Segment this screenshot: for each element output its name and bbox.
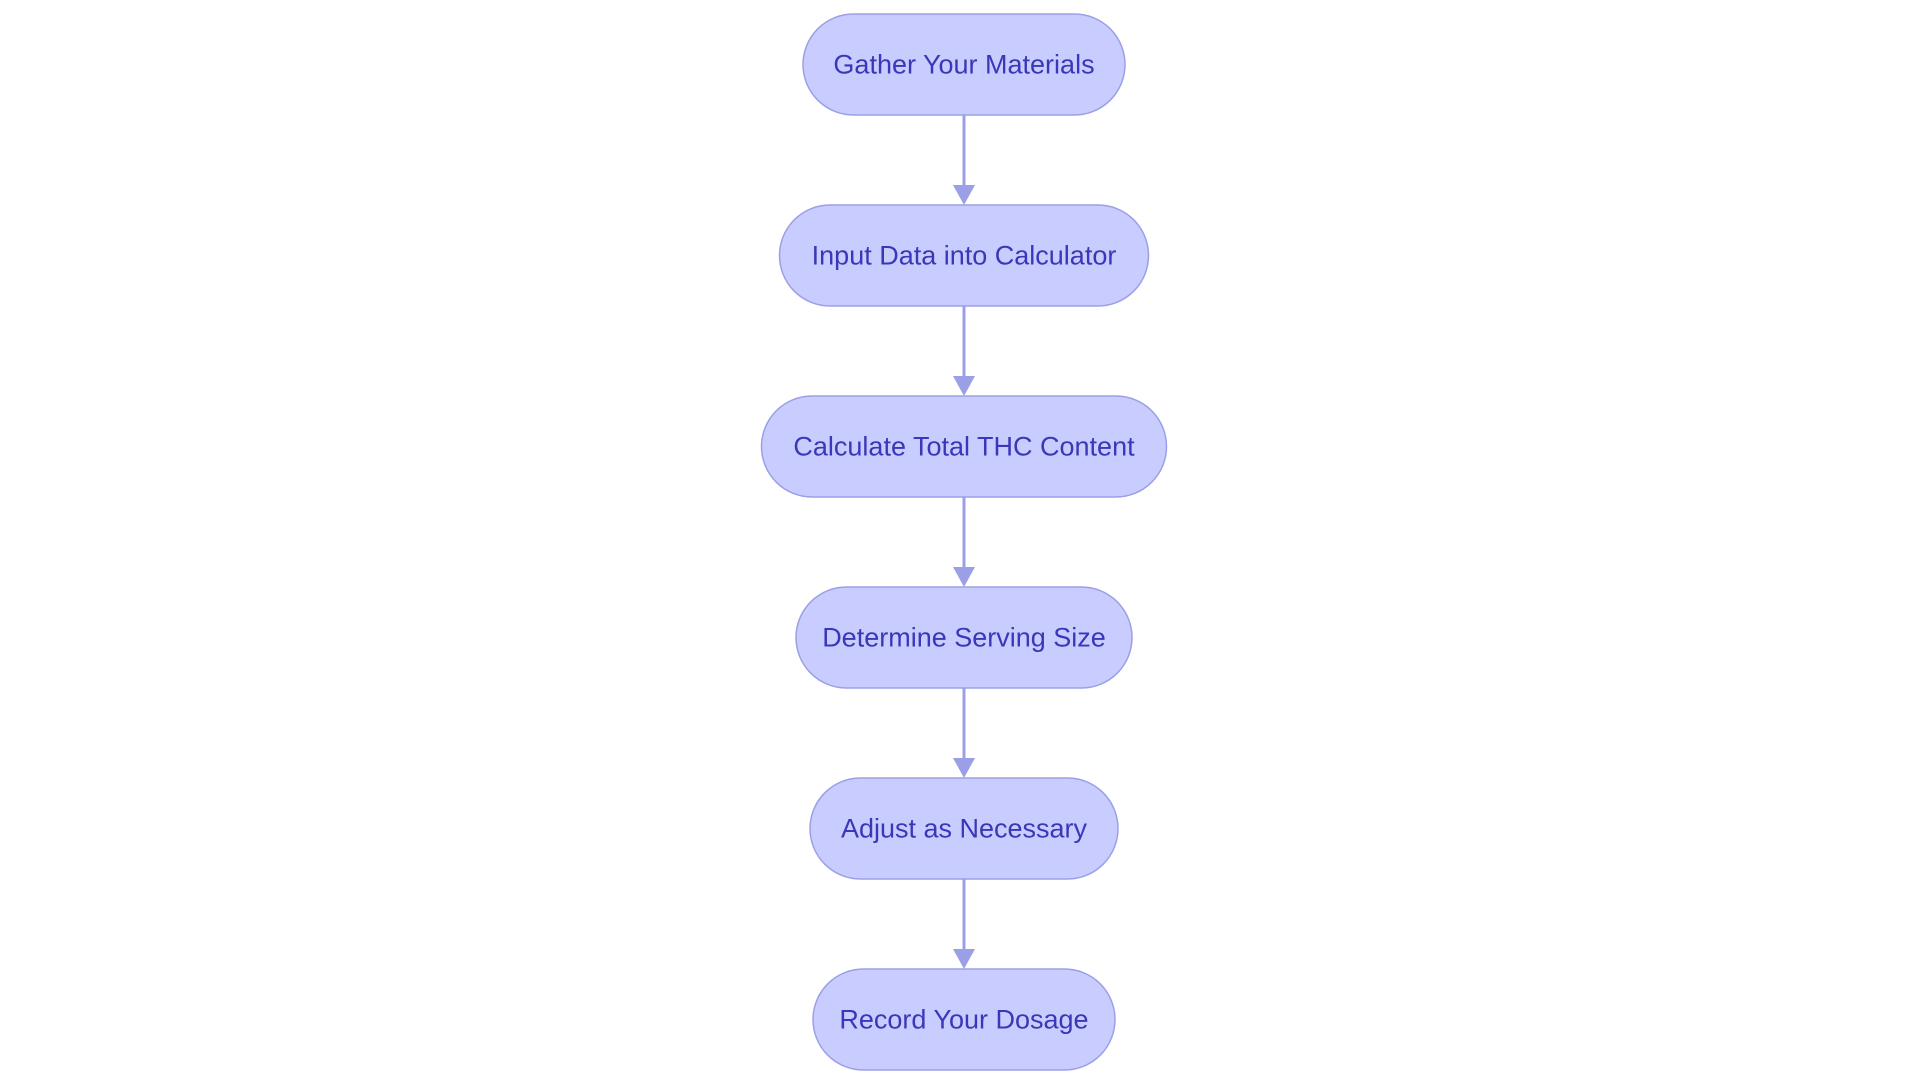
flow-arrow-adjust-to-record xyxy=(953,879,975,969)
flow-node-label: Determine Serving Size xyxy=(822,623,1106,653)
flow-node-shape xyxy=(812,968,1116,1071)
arrowhead-icon xyxy=(953,949,975,969)
edges-layer xyxy=(953,115,975,969)
flow-arrow-input-to-calculate xyxy=(953,306,975,396)
flow-node-record: Record Your Dosage xyxy=(812,968,1116,1071)
flow-node-calculate: Calculate Total THC Content xyxy=(760,395,1168,498)
flow-node-gather: Gather Your Materials xyxy=(802,13,1126,116)
flow-node-adjust: Adjust as Necessary xyxy=(809,777,1119,880)
arrowhead-icon xyxy=(953,567,975,587)
flow-node-label: Adjust as Necessary xyxy=(841,814,1088,844)
flow-node-shape xyxy=(778,204,1150,307)
flow-node-label: Record Your Dosage xyxy=(839,1005,1088,1035)
flow-node-input: Input Data into Calculator xyxy=(778,204,1150,307)
flow-arrow-gather-to-input xyxy=(953,115,975,205)
flow-node-shape xyxy=(809,777,1119,880)
flow-node-serving: Determine Serving Size xyxy=(795,586,1133,689)
arrowhead-icon xyxy=(953,376,975,396)
flow-arrow-calculate-to-serving xyxy=(953,497,975,587)
flow-node-label: Input Data into Calculator xyxy=(812,241,1117,271)
flow-node-label: Calculate Total THC Content xyxy=(793,432,1135,462)
flow-node-shape xyxy=(760,395,1168,498)
flow-node-shape xyxy=(802,13,1126,116)
flow-node-label: Gather Your Materials xyxy=(833,50,1094,80)
flow-node-shape xyxy=(795,586,1133,689)
arrowhead-icon xyxy=(953,758,975,778)
arrowhead-icon xyxy=(953,185,975,205)
flow-arrow-serving-to-adjust xyxy=(953,688,975,778)
